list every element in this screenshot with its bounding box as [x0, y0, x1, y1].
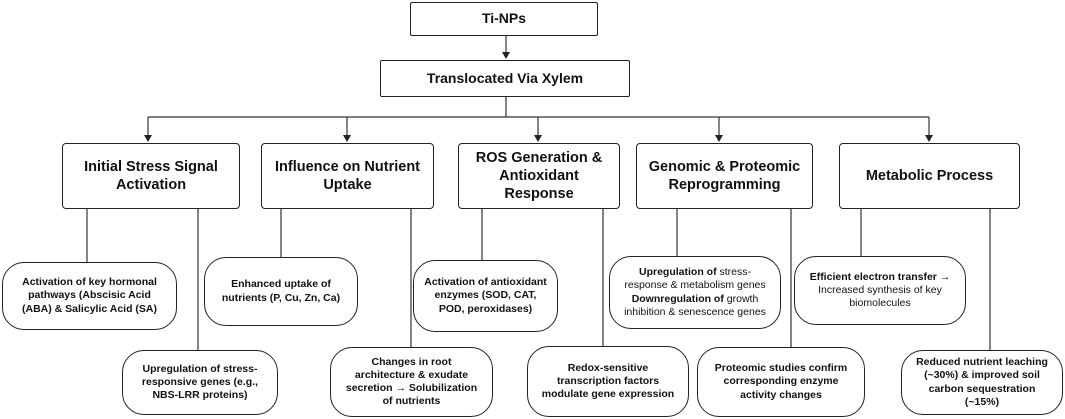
- leaf-stress-genes: Upregulation of stress-responsive genes …: [122, 350, 278, 415]
- leaf-gene-regulation-up-text: stress-response & metabolism genes: [624, 266, 766, 292]
- category-ros-antioxidant: ROS Generation & Antioxidant Response: [458, 143, 620, 209]
- category-genomic-proteomic: Genomic & Proteomic Reprogramming: [636, 143, 813, 209]
- category-metabolic: Metabolic Process: [839, 143, 1020, 209]
- leaf-gene-regulation-up-label: Upregulation of: [639, 266, 717, 279]
- leaf-gene-regulation-down-label: Downregulation of: [631, 292, 724, 305]
- leaf-electron-transfer-label: Efficient electron transfer →: [809, 270, 951, 283]
- leaf-hormonal-pathways: Activation of key hormonal pathways (Abs…: [2, 262, 177, 330]
- leaf-proteomic-studies: Proteomic studies confirm corresponding …: [697, 347, 865, 417]
- leaf-electron-transfer-text: Increased synthesis of key biomolecules: [818, 283, 942, 310]
- leaf-nutrient-leaching: Reduced nutrient leaching (~30%) & impro…: [901, 350, 1063, 415]
- category-initial-stress: Initial Stress Signal Activation: [62, 143, 240, 209]
- leaf-root-architecture: Changes in root architecture & exudate s…: [330, 347, 493, 417]
- leaf-redox-transcription: Redox-sensitive transcription factors mo…: [527, 346, 689, 417]
- node-translocation: Translocated Via Xylem: [380, 60, 630, 97]
- node-root: Ti-NPs: [410, 2, 598, 36]
- leaf-enhanced-uptake: Enhanced uptake of nutrients (P, Cu, Zn,…: [204, 257, 358, 326]
- leaf-electron-transfer: Efficient electron transfer → Increased …: [794, 256, 966, 325]
- leaf-antioxidant-enzymes: Activation of antioxidant enzymes (SOD, …: [413, 260, 558, 332]
- category-nutrient-uptake: Influence on Nutrient Uptake: [261, 143, 434, 209]
- leaf-gene-regulation: Upregulation of stress-response & metabo…: [609, 256, 781, 329]
- leaf-gene-regulation-down-text: growth inhibition & senescence genes: [624, 292, 766, 318]
